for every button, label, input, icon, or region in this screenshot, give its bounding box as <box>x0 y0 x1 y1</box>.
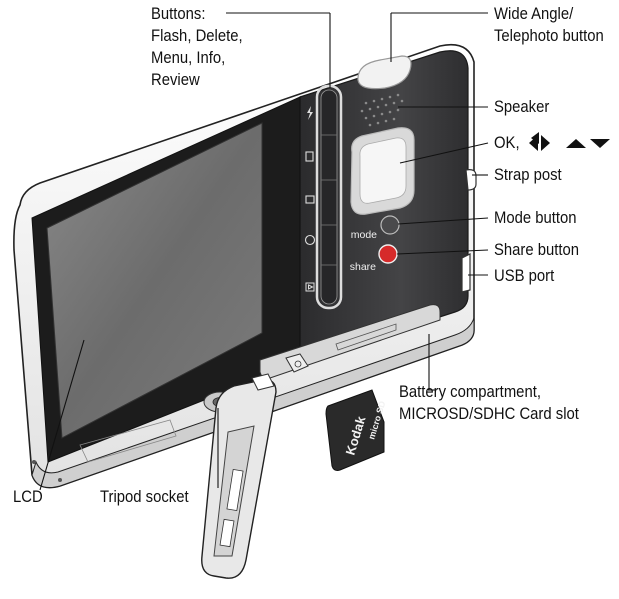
buttons-label: Buttons: Flash, Delete, Menu, Info, Revi… <box>151 5 243 89</box>
down-arrow-icon <box>590 139 610 148</box>
share-button[interactable] <box>378 244 398 264</box>
battery-label: Battery compartment, MICROSD/SDHC Card s… <box>399 383 579 423</box>
wide-angle-label: Wide Angle/ Telephoto button <box>494 5 604 45</box>
mode-label: mode <box>351 229 377 241</box>
share-button-label: Share button <box>494 241 580 259</box>
tripod-label: Tripod socket <box>100 488 189 506</box>
strap-post <box>465 169 477 191</box>
callout-lines <box>39 12 489 491</box>
share-label: share <box>350 261 376 273</box>
zoom-button[interactable] <box>357 55 412 90</box>
menu-icon[interactable] <box>305 195 315 204</box>
button-strip <box>315 84 343 310</box>
delete-icon[interactable] <box>305 151 314 162</box>
info-icon[interactable] <box>304 234 316 246</box>
lcd-screen <box>46 122 263 439</box>
battery-latch <box>285 353 309 373</box>
ok-dpad[interactable] <box>350 127 415 215</box>
ok-arrows <box>529 135 610 151</box>
usb-port <box>461 253 471 293</box>
battery-door <box>201 373 277 579</box>
microsd-card: Kodak micro SD <box>325 389 388 471</box>
mode-button-label: Mode button <box>494 209 577 227</box>
left-arrow-icon <box>529 135 538 151</box>
lcd-label: LCD <box>13 488 43 506</box>
speaker-grille <box>360 93 404 127</box>
speaker-label: Speaker <box>494 98 550 116</box>
ok-label: OK, <box>494 134 520 152</box>
usb-port-label: USB port <box>494 267 555 285</box>
flash-icon[interactable] <box>307 106 313 120</box>
up-arrow-icon <box>566 139 586 148</box>
review-icon[interactable] <box>305 282 315 292</box>
right-arrow-icon <box>541 135 550 151</box>
strap-post-label: Strap post <box>494 166 562 184</box>
mode-button[interactable] <box>380 215 400 235</box>
